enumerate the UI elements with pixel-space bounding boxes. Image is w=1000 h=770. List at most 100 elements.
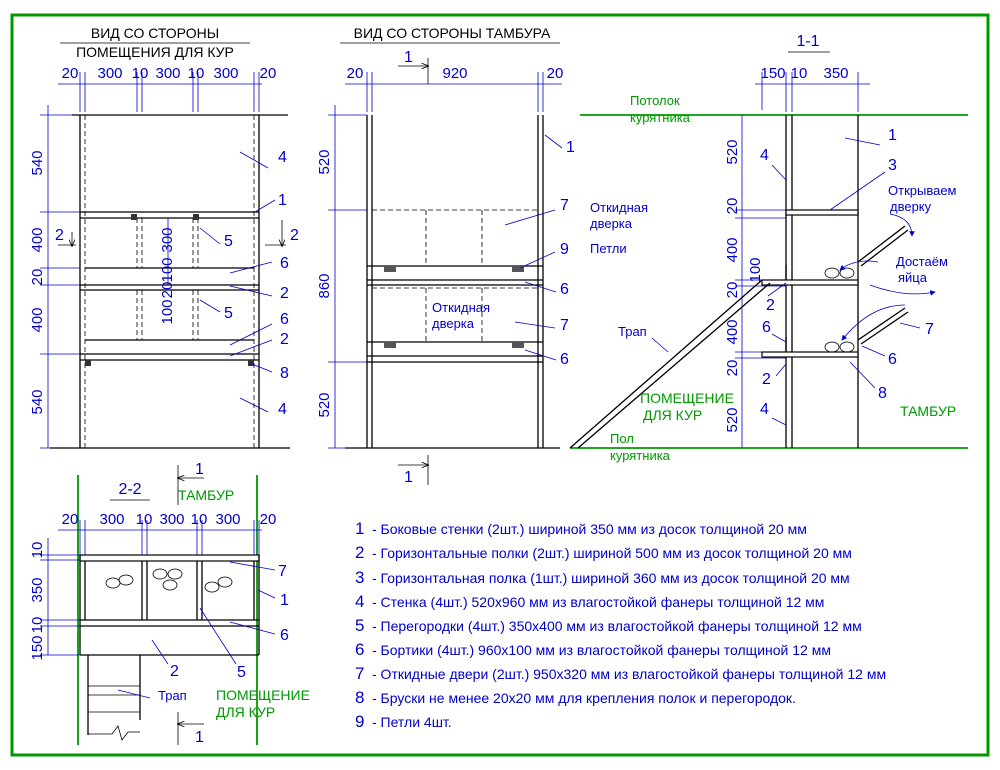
room-label-line2: ДЛЯ КУР — [643, 407, 702, 423]
note-open-door-line1: Открываем — [888, 183, 957, 198]
front-dim-inner: 20 — [159, 282, 176, 299]
plan-tambour-label: ТАМБУР — [178, 487, 234, 503]
door-label-top-line2: дверка — [590, 216, 633, 231]
plan-dim-top: 300 — [215, 511, 240, 528]
section-marker-1-plan-bottom: 1 — [195, 729, 204, 746]
callout-4: 4 — [760, 401, 769, 418]
tambour-view-title: ВИД СО СТОРОНЫ ТАМБУРА — [354, 25, 551, 41]
callout-3: 3 — [888, 157, 897, 174]
callout-9: 9 — [560, 241, 569, 258]
callout-5: 5 — [237, 664, 246, 681]
callout-6: 6 — [560, 281, 569, 298]
sheet-frame — [10, 13, 990, 757]
callout-8: 8 — [280, 365, 289, 382]
section-marker-1-top: 1 — [404, 49, 413, 66]
front-dim-top: 10 — [188, 65, 205, 82]
front-dim-top: 300 — [155, 65, 180, 82]
legend-num: 8 — [355, 688, 364, 707]
callout-5: 5 — [224, 233, 233, 250]
plan-dim-top: 300 — [159, 511, 184, 528]
callout-2: 2 — [766, 297, 775, 314]
tambour-dim-left: 520 — [316, 149, 333, 174]
front-view: ВИД СО СТОРОНЫ ПОМЕЩЕНИЯ ДЛЯ КУР 20 300 … — [29, 25, 299, 449]
section-marker-1-bottom: 1 — [404, 469, 413, 486]
callout-2: 2 — [170, 663, 179, 680]
plan-room-label-line1: ПОМЕЩЕНИЕ — [216, 687, 310, 703]
section-2-2-title: 2-2 — [118, 481, 141, 498]
tambour-dim-top: 20 — [547, 65, 564, 82]
legend-num: 6 — [355, 640, 364, 659]
floor-label-line1: Пол — [610, 431, 634, 446]
callout-7: 7 — [925, 321, 934, 338]
tambour-label: ТАМБУР — [900, 403, 956, 419]
front-dim-inner: 100 — [159, 257, 176, 282]
section-dim-top: 150 — [760, 65, 785, 82]
callout-4: 4 — [278, 149, 287, 166]
callout-6: 6 — [560, 351, 569, 368]
legend-text: - Стенка (4шт.) 520х960 мм из влагостойк… — [372, 594, 824, 610]
callout-6: 6 — [280, 255, 289, 272]
front-dim-top: 300 — [213, 65, 238, 82]
door-label-top-line1: Откидная — [590, 200, 648, 215]
plan-dim-left: 10 — [29, 617, 46, 634]
plan-dim-top: 20 — [62, 511, 79, 528]
door-label-bottom-line2: дверка — [432, 316, 475, 331]
callout-6: 6 — [888, 351, 897, 368]
legend-text: - Боковые стенки (2шт.) шириной 350 мм и… — [372, 521, 807, 537]
legend-num: 7 — [355, 664, 364, 683]
plan-dim-top: 10 — [136, 511, 153, 528]
callout-6: 6 — [280, 627, 289, 644]
plan-dim-left: 350 — [29, 577, 46, 602]
callout-1: 1 — [278, 192, 287, 209]
hinges-label: Петли — [590, 241, 627, 256]
callout-8: 8 — [878, 385, 887, 402]
ceiling-label-line2: курятника — [630, 110, 691, 125]
section-dim-left: 400 — [724, 237, 741, 262]
tambour-dim-top: 20 — [347, 65, 364, 82]
section-dim-left: 20 — [724, 360, 741, 377]
section-1-1-view: 1-1 150 10 350 Потолок курятника Пол кур… — [569, 33, 968, 463]
section-dim-top: 10 — [791, 65, 808, 82]
callout-1: 1 — [280, 592, 289, 609]
front-view-title-line1: ВИД СО СТОРОНЫ — [91, 25, 219, 41]
section-2-2-view: 2-2 1 1 ТАМБУР 20 300 10 300 10 300 20 — [29, 461, 310, 746]
front-dim-left: 540 — [29, 150, 46, 175]
front-dim-left: 20 — [29, 269, 46, 286]
callout-7: 7 — [560, 317, 569, 334]
legend-text: - Петли 4шт. — [372, 714, 452, 730]
legend-num: 3 — [355, 568, 364, 587]
section-dim-left: 520 — [724, 407, 741, 432]
tambour-view: ВИД СО СТОРОНЫ ТАМБУРА 1 20 920 20 520 8… — [316, 25, 648, 486]
ceiling-label-line1: Потолок — [630, 93, 680, 108]
callout-1: 1 — [888, 127, 897, 144]
front-view-title-line2: ПОМЕЩЕНИЯ ДЛЯ КУР — [76, 44, 234, 60]
ramp-label: Трап — [618, 324, 647, 339]
legend-num: 9 — [355, 712, 364, 731]
tambour-dim-left: 520 — [316, 392, 333, 417]
section-dim-inner: 100 — [747, 257, 764, 282]
legend-num: 2 — [355, 543, 364, 562]
parts-legend: 1 - Боковые стенки (2шт.) шириной 350 мм… — [355, 519, 886, 731]
legend-text: - Перегородки (4шт.) 350х400 мм из влаго… — [372, 618, 862, 634]
front-dim-top: 20 — [62, 65, 79, 82]
callout-2: 2 — [762, 371, 771, 388]
room-label-line1: ПОМЕЩЕНИЕ — [640, 390, 734, 406]
section-dim-left: 520 — [724, 139, 741, 164]
floor-label-line2: курятника — [610, 448, 671, 463]
front-dim-left: 400 — [29, 307, 46, 332]
legend-num: 1 — [355, 519, 364, 538]
legend-num: 4 — [355, 592, 364, 611]
tambour-dim-top: 920 — [442, 65, 467, 82]
legend-text: - Горизонтальные полки (2шт.) шириной 50… — [372, 545, 852, 561]
section-dim-left: 400 — [724, 319, 741, 344]
legend-text: - Горизонтальная полка (1шт.) шириной 36… — [372, 570, 850, 586]
section-dim-left: 20 — [724, 198, 741, 215]
front-dim-top: 300 — [97, 65, 122, 82]
section-dim-top: 350 — [823, 65, 848, 82]
note-eggs-line1: Достаём — [896, 254, 948, 269]
plan-room-label-line2: ДЛЯ КУР — [216, 704, 275, 720]
front-dim-left: 400 — [29, 227, 46, 252]
plan-dim-top: 20 — [260, 511, 277, 528]
plan-dim-top: 10 — [191, 511, 208, 528]
